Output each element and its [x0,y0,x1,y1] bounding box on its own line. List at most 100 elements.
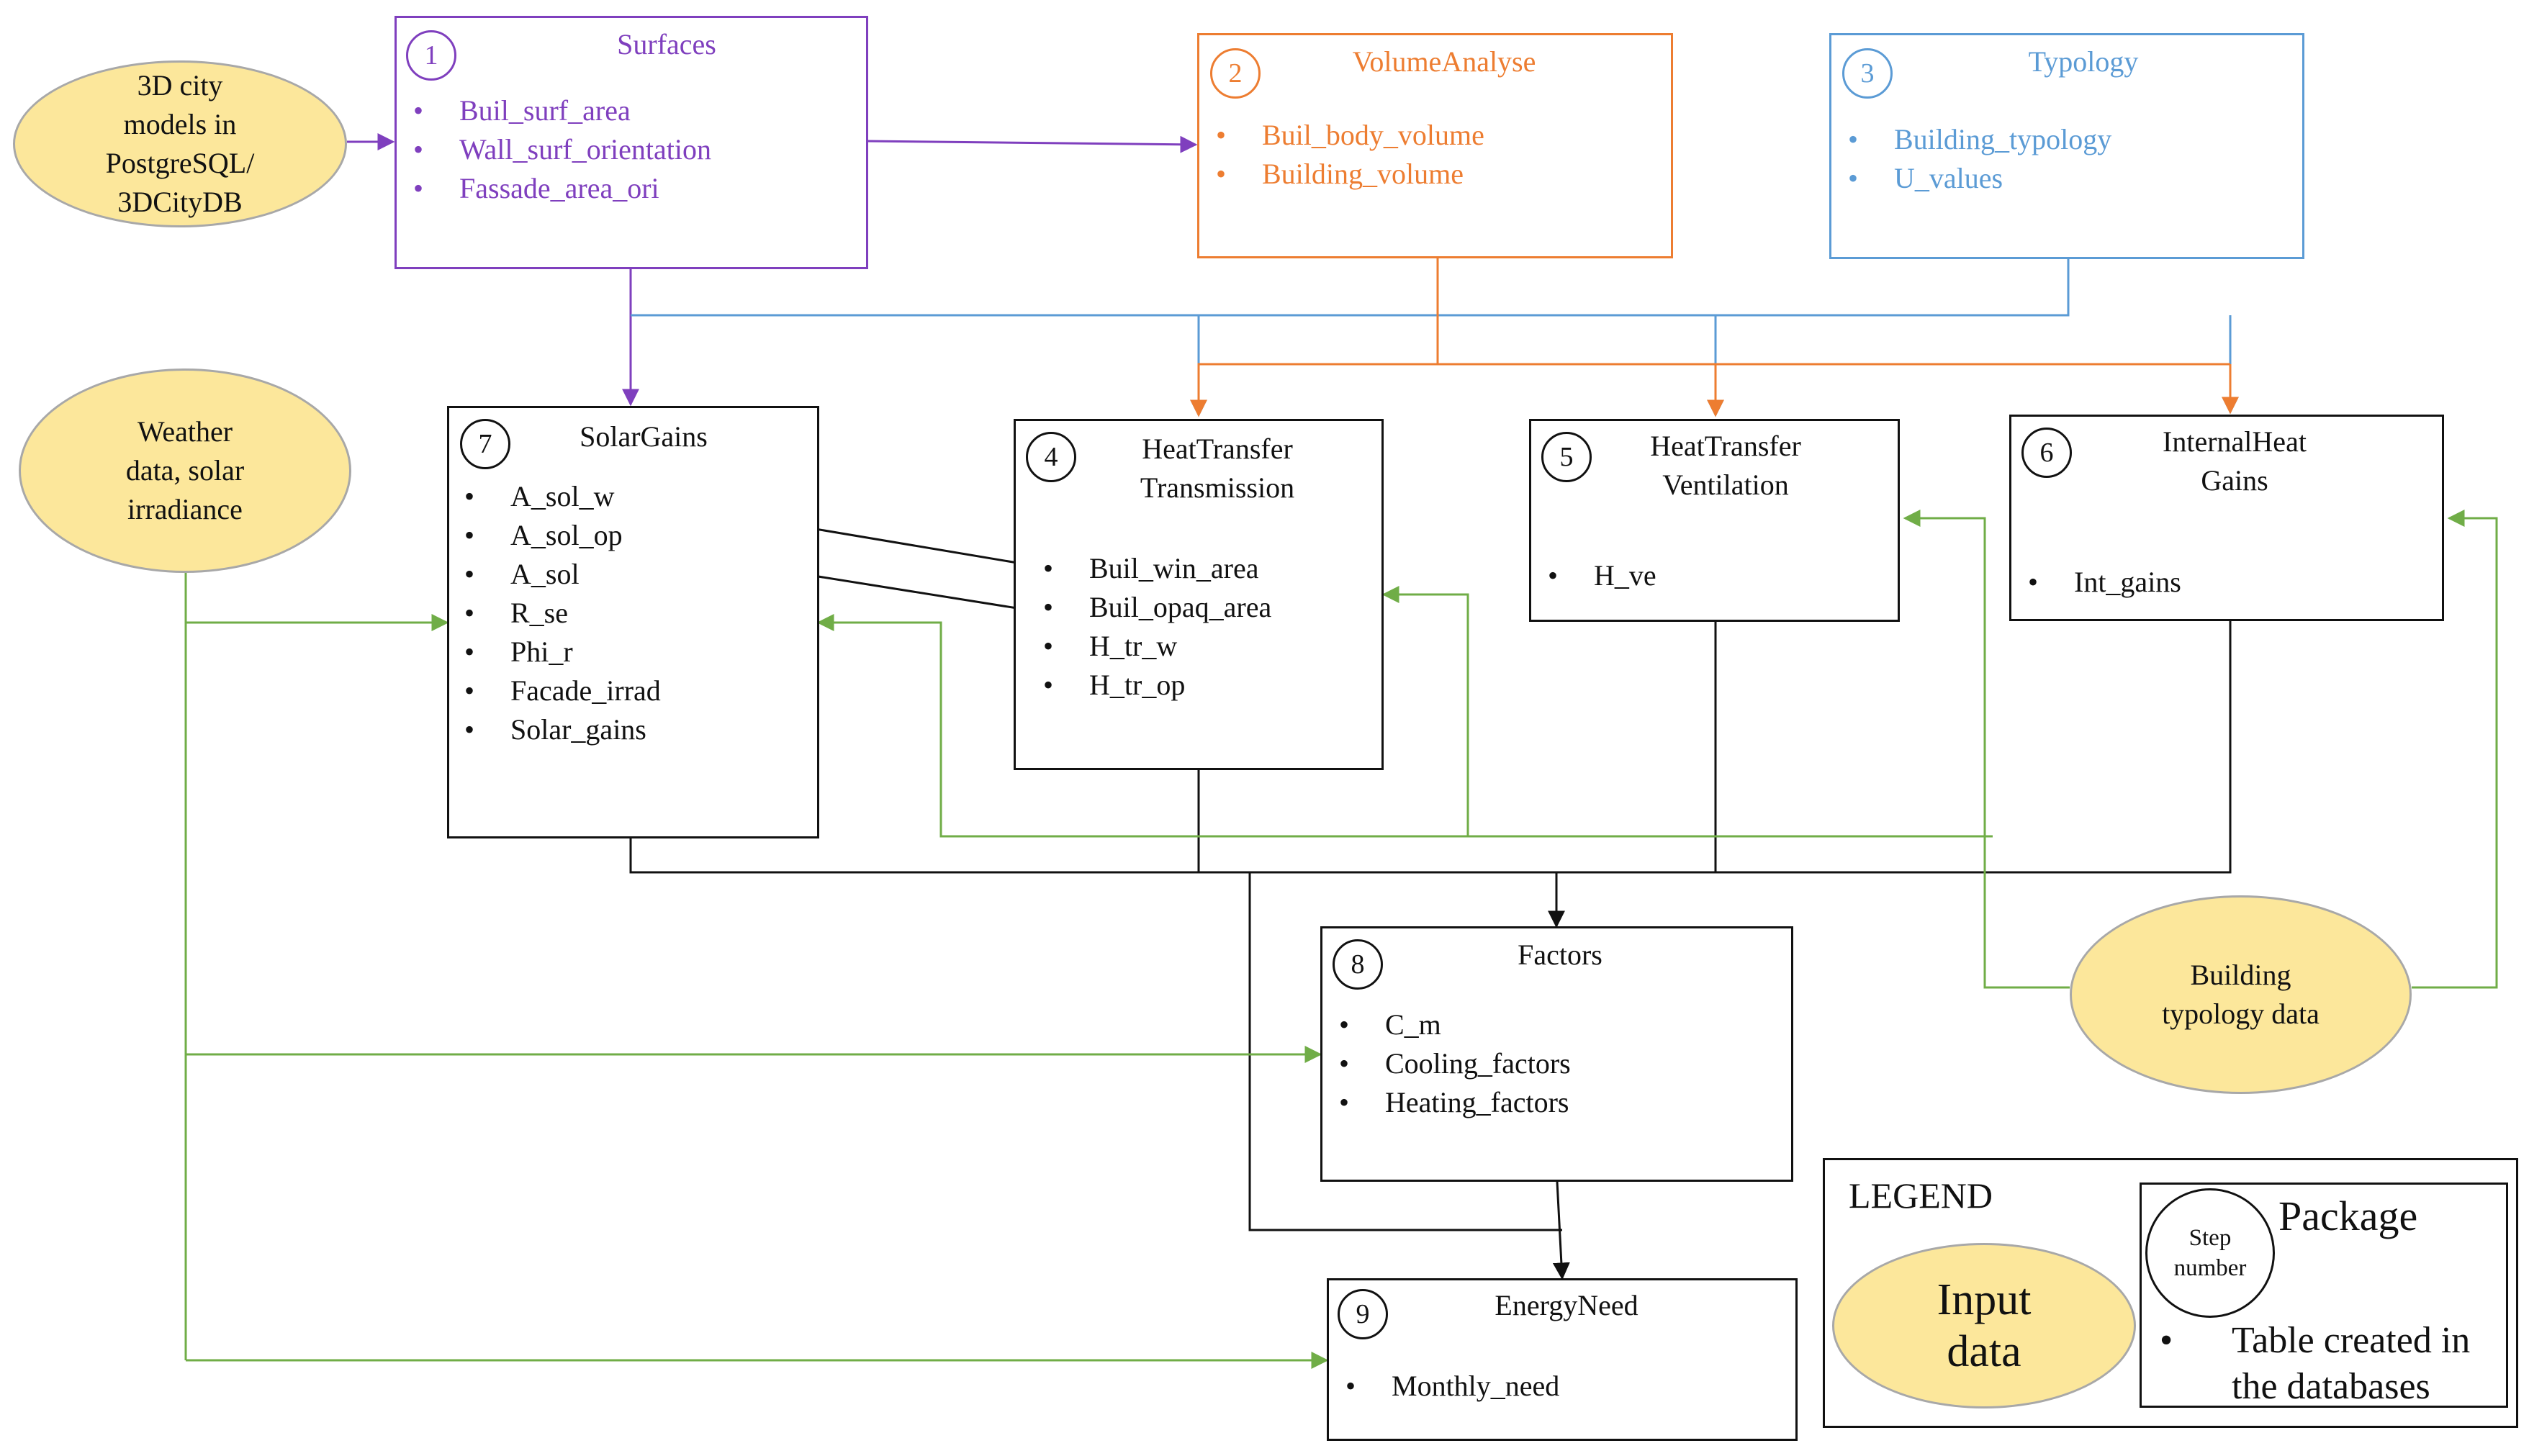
input-3d-city-models: 3D city models in PostgreSQL/ 3DCityDB [13,60,347,227]
step-number-4: 4 [1026,432,1076,482]
table-item-label: Int_gains [2074,566,2181,598]
package-factors: 8 Factors •C_m •Cooling_factors •Heating… [1320,926,1793,1182]
table-item-label: R_se [510,597,568,629]
package-internalheat-gains-tables: •Int_gains [2015,563,2181,602]
table-item: •Buil_body_volume [1216,119,1484,151]
table-item: •Buil_opaq_area [1043,591,1272,623]
package-heattransfer-transmission: 4 HeatTransfer Transmission •Buil_win_ar… [1014,419,1384,770]
arrow-factors-to-energy [1552,1181,1570,1280]
step-number-8: 8 [1333,939,1383,990]
package-surfaces-tables: •Buil_surf_area •Wall_surf_orientation •… [400,91,711,208]
table-item: •H_tr_w [1043,630,1178,662]
legend-package-label: Package [2278,1193,2418,1239]
table-item-label: Heating_factors [1385,1086,1569,1118]
table-item-label: Phi_r [510,636,573,668]
package-volumeanalyse-tables: •Buil_body_volume •Building_volume [1203,116,1484,194]
table-item: •Building_typology [1848,123,2112,155]
package-internalheat-gains-title: InternalHeat Gains [2163,425,2307,497]
legend-title: LEGEND [1849,1175,1993,1216]
legend-package: Step number Package • Table created in t… [2140,1183,2508,1408]
package-energyneed-title: EnergyNeed [1495,1289,1638,1321]
arrow-surfaces-to-volume [865,135,1198,153]
table-item: •Int_gains [2028,566,2181,598]
table-item: •Building_volume [1216,158,1464,190]
table-item-label: H_tr_w [1089,630,1178,662]
table-item-label: Buil_win_area [1089,552,1259,584]
package-typology: 3 Typology •Building_typology •U_values [1829,33,2304,259]
table-item: •H_tr_op [1043,669,1186,701]
table-item-label: Facade_irrad [510,674,661,707]
package-heattransfer-transmission-tables: •Buil_win_area •Buil_opaq_area •H_tr_w •… [1030,549,1271,705]
purple-connectors [347,133,1198,407]
package-solargains: 7 SolarGains •A_sol_w •A_sol_op •A_sol •… [447,406,819,838]
typology-data-to-solargains [816,614,1993,838]
package-volumeanalyse-title: VolumeAnalyse [1352,45,1536,78]
table-item-label: Solar_gains [510,713,646,746]
package-volumeanalyse: 2 VolumeAnalyse •Buil_body_volume •Build… [1197,33,1673,258]
input-building-typology-data: Building typology data [2070,895,2412,1094]
table-item-label: Wall_surf_orientation [459,133,712,166]
legend: LEGEND Input data Step number Package • … [1823,1158,2518,1428]
table-item-label: Buil_opaq_area [1089,591,1272,623]
package-internalheat-gains: 6 InternalHeat Gains •Int_gains [2009,415,2444,621]
table-item: •Solar_gains [464,713,646,746]
package-factors-tables: •C_m •Cooling_factors •Heating_factors [1326,1005,1571,1122]
table-item-label: H_ve [1594,559,1656,592]
table-item-label: Monthly_need [1392,1370,1560,1402]
table-item: •A_sol_op [464,519,623,551]
table-item-label: A_sol_w [510,480,615,512]
table-item: •Fassade_area_ori [413,172,659,204]
legend-table-label: Table created in the databases [2232,1320,2471,1407]
table-item: •Buil_win_area [1043,552,1259,584]
blue-bus [631,258,2070,317]
step-number-9: 9 [1338,1289,1388,1339]
step-number-3: 3 [1842,48,1893,99]
input-building-typology-data-label: Building typology data [2162,959,2320,1030]
table-item: •R_se [464,597,568,629]
table-item: •Heating_factors [1339,1086,1569,1118]
typology-data-to-ventilation [1903,510,2070,989]
package-solargains-title: SolarGains [580,420,708,453]
table-item: •Wall_surf_orientation [413,133,712,166]
package-heattransfer-ventilation-title: HeatTransfer Ventilation [1650,430,1801,501]
table-item: •Facade_irrad [464,674,661,707]
table-item: •A_sol_w [464,480,615,512]
black-collector [629,620,2232,874]
table-item: •Phi_r [464,636,573,668]
table-item: •Monthly_need [1345,1370,1560,1402]
table-item: •U_values [1848,162,2003,194]
table-item-label: C_m [1385,1008,1441,1041]
step-number-6: 6 [2021,428,2072,478]
step-number-1: 1 [406,30,456,81]
table-item-label: U_values [1894,162,2003,194]
table-item-label: Cooling_factors [1385,1047,1571,1080]
input-3d-city-models-label: 3D city models in PostgreSQL/ 3DCityDB [105,69,255,218]
table-item-label: H_tr_op [1089,669,1186,701]
legend-step-number: Step number [2145,1188,2275,1318]
input-weather-data: Weather data, solar irradiance [19,368,351,573]
package-typology-title: Typology [2028,45,2139,78]
package-factors-title: Factors [1518,939,1602,971]
step-number-2: 2 [1210,48,1261,99]
blue-connectors [631,258,2239,417]
package-surfaces-title: Surfaces [617,28,716,60]
package-surfaces: 1 Surfaces •Buil_surf_area •Wall_surf_or… [395,16,868,269]
package-heattransfer-ventilation-tables: •H_ve [1535,556,1656,595]
table-item-label: Buil_body_volume [1262,119,1484,151]
orange-connectors [1190,257,2239,417]
legend-input-data: Input data [1832,1243,2136,1408]
table-item: •C_m [1339,1008,1441,1041]
typology-data-to-transmission [1381,586,1469,836]
package-typology-tables: •Building_typology •U_values [1835,120,2111,198]
table-item: •A_sol [464,558,580,590]
package-solargains-tables: •A_sol_w •A_sol_op •A_sol •R_se •Phi_r •… [451,477,661,749]
table-item-label: A_sol [510,558,580,590]
step-number-7: 7 [460,419,510,469]
legend-input-data-label: Input data [1937,1275,2032,1376]
green-connectors [184,510,2498,1369]
table-item: •Buil_surf_area [413,94,631,127]
table-item-label: Buil_surf_area [459,94,631,127]
package-energyneed-tables: •Monthly_need [1333,1367,1559,1406]
input-weather-data-label: Weather data, solar irradiance [125,415,245,525]
step-number-5: 5 [1541,432,1592,482]
